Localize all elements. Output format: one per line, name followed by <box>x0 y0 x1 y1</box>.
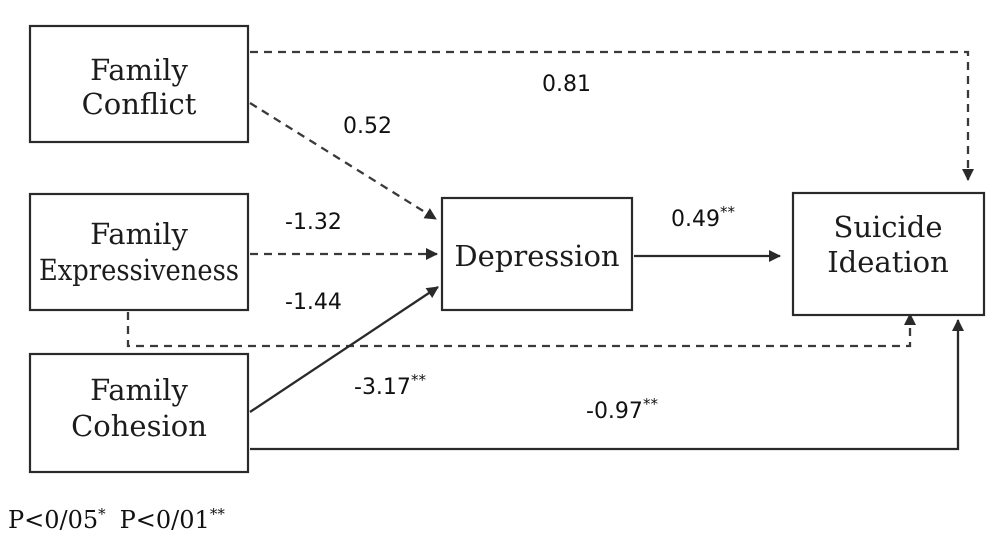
edge-sig-cohesion-to-depression: ** <box>411 371 427 389</box>
edge-label-conflict-to-depression: 0.52 <box>343 114 392 139</box>
edge-value-cohesion-to-ideation: -0.97 <box>586 399 643 424</box>
edge-value-depression-to-ideation: 0.49 <box>671 207 720 232</box>
node-family-cohesion: Family Cohesion <box>28 352 250 474</box>
footnote-p05-mark: * <box>98 505 106 523</box>
edge-sig-cohesion-to-ideation: ** <box>643 395 659 413</box>
node-family-expressiveness-line2: Expressiveness <box>39 253 239 287</box>
node-suicide-ideation: Suicide Ideation <box>791 191 986 317</box>
edge-label-cohesion-to-ideation: -0.97** <box>586 395 658 424</box>
edge-cohesion-to-ideation <box>250 319 964 451</box>
node-family-conflict-line2: Conflict <box>82 87 197 121</box>
edge-conflict-to-ideation <box>250 50 974 181</box>
edge-sig-depression-to-ideation: ** <box>720 203 736 221</box>
significance-footnote: P<0/05* P<0/01** <box>8 505 225 534</box>
edge-conflict-to-depression <box>249 102 437 220</box>
node-suicide-ideation-line1: Suicide <box>833 210 942 244</box>
footnote-p01: P<0/01 <box>120 506 210 534</box>
edge-value-conflict-to-ideation: 0.81 <box>542 72 591 97</box>
node-family-expressiveness-line1: Family <box>90 217 188 251</box>
node-family-cohesion-line2: Cohesion <box>71 409 207 443</box>
edge-label-cohesion-to-depression: -3.17** <box>354 371 426 400</box>
edge-label-depression-to-ideation: 0.49** <box>671 203 735 232</box>
edge-value-expressiveness-to-ideation: -1.44 <box>285 290 342 315</box>
edge-cohesion-to-depression <box>249 286 439 413</box>
footnote-p05: P<0/05 <box>8 506 98 534</box>
node-depression: Depression <box>440 196 634 312</box>
node-depression-label: Depression <box>454 239 619 273</box>
node-family-expressiveness: Family Expressiveness <box>28 192 250 312</box>
edge-label-conflict-to-ideation: 0.81 <box>542 72 591 97</box>
footnote-p01-mark: ** <box>210 505 226 523</box>
edge-value-conflict-to-depression: 0.52 <box>343 114 392 139</box>
edge-value-cohesion-to-depression: -3.17 <box>354 375 411 400</box>
edge-label-expressiveness-to-ideation: -1.44 <box>285 290 342 315</box>
edge-expressiveness-to-ideation <box>126 312 916 348</box>
edge-value-expressiveness-to-depression: -1.32 <box>285 210 342 235</box>
node-family-cohesion-line1: Family <box>90 373 188 407</box>
node-suicide-ideation-line2: Ideation <box>827 245 949 279</box>
edge-label-expressiveness-to-depression: -1.32 <box>285 210 342 235</box>
node-family-conflict: Family Conflict <box>28 24 250 144</box>
node-family-conflict-line1: Family <box>90 53 188 87</box>
